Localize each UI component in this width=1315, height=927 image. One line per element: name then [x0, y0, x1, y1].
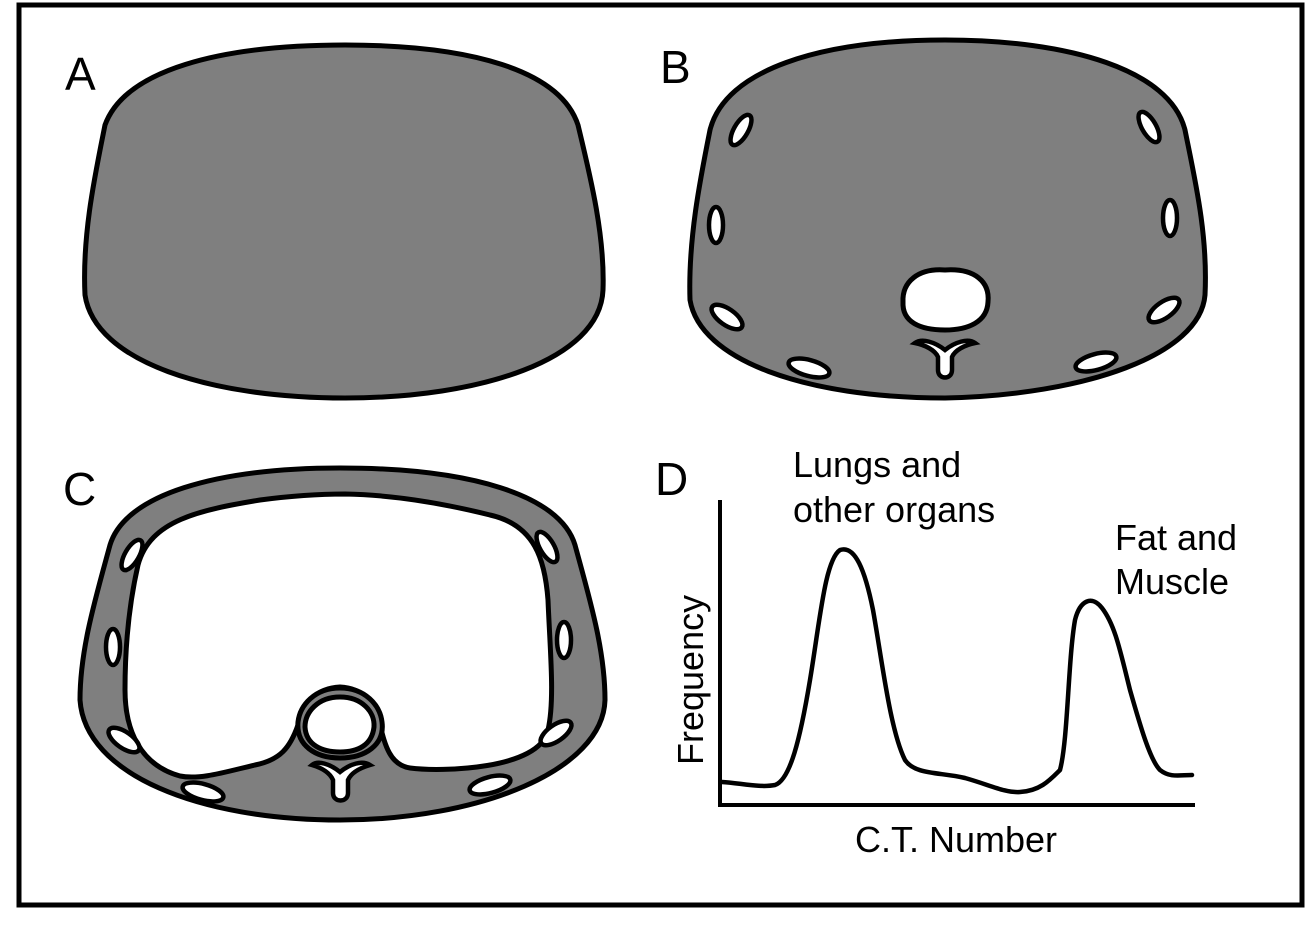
vertebral-body	[900, 267, 991, 333]
rib	[1073, 350, 1119, 374]
rib	[119, 537, 145, 573]
rib	[706, 204, 726, 246]
rib	[786, 356, 832, 380]
rib	[106, 725, 142, 755]
rib	[538, 718, 574, 748]
panel-label-c: C	[63, 463, 96, 515]
peak1-annotation-line1: Lungs and	[793, 444, 961, 485]
rib	[554, 619, 574, 661]
ct-number-distribution-curve	[719, 547, 1195, 795]
body-with-ribs-cross-section	[687, 37, 1208, 401]
panel-label-a: A	[65, 48, 96, 100]
vertebral-body	[302, 694, 377, 755]
rib	[1160, 197, 1180, 239]
rib	[728, 112, 754, 148]
x-axis-label: C.T. Number	[855, 819, 1057, 860]
panel-label-b: B	[660, 41, 691, 93]
panel-b: B	[660, 37, 1208, 401]
panel-d: D Frequency C.T. Number Lungs and other …	[655, 444, 1237, 860]
rib	[534, 529, 560, 565]
rib	[709, 302, 745, 332]
y-axis-label: Frequency	[670, 595, 711, 765]
rib	[103, 626, 123, 668]
peak2-annotation-line1: Fat and	[1115, 517, 1237, 558]
rib	[180, 780, 226, 804]
panel-a: A	[65, 42, 606, 401]
panel-label-d: D	[655, 453, 688, 505]
peak1-annotation-line2: other organs	[793, 489, 995, 530]
panel-c: C	[63, 463, 608, 823]
rib	[1136, 109, 1162, 145]
spinal-process	[909, 338, 981, 380]
spinal-process	[307, 760, 376, 803]
peak2-annotation-line2: Muscle	[1115, 561, 1229, 602]
rib	[467, 773, 513, 797]
histogram-axes	[718, 500, 1195, 807]
uniform-body-cross-section	[82, 42, 606, 401]
rib	[1146, 295, 1182, 325]
